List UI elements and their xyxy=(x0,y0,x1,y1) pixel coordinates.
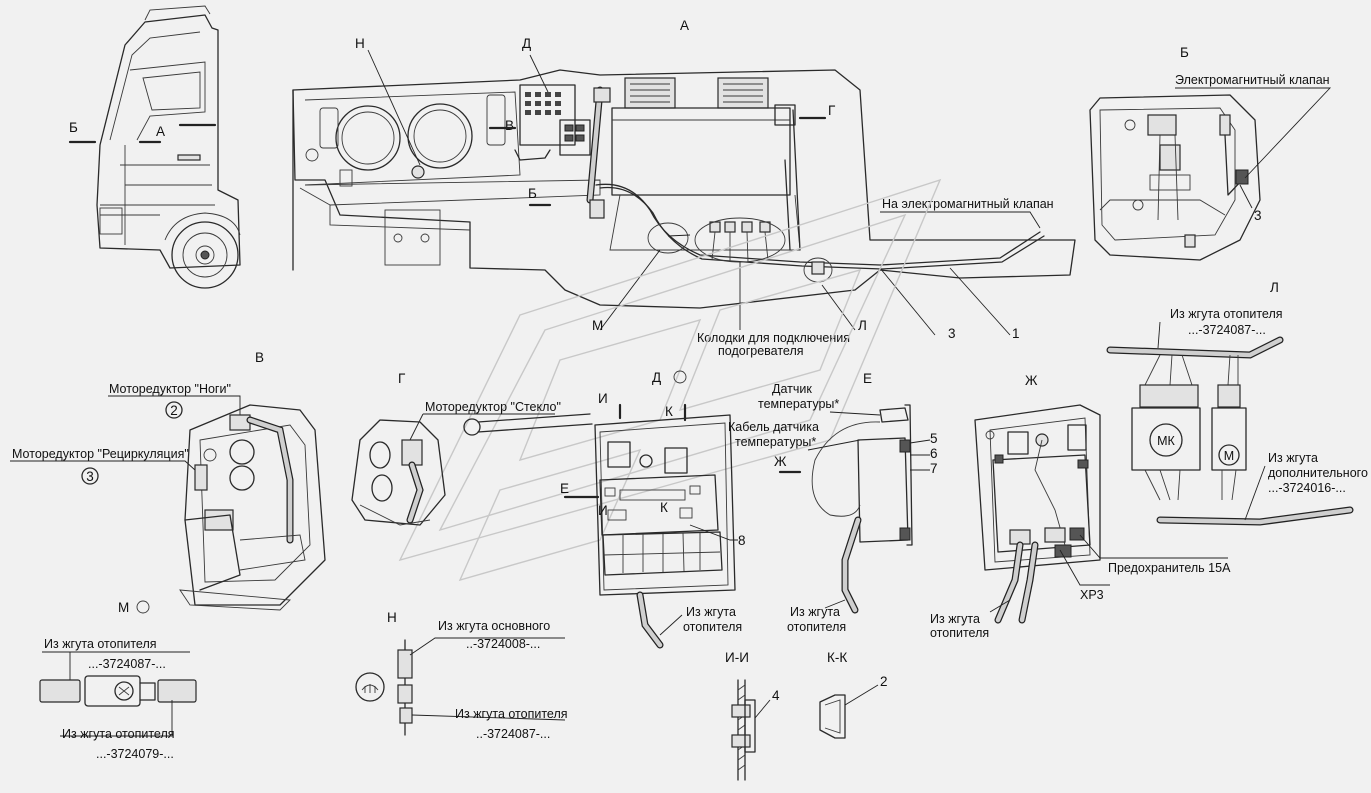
view-i-marker-2: И xyxy=(598,503,608,518)
callout-1: 1 xyxy=(1012,326,1020,341)
heater-blocks-label-1: Колодки для подключения xyxy=(697,331,850,345)
view-a-title: А xyxy=(680,18,689,33)
temp-cable-label-2: температуры* xyxy=(735,435,816,449)
view-g-title: Г xyxy=(398,371,406,386)
view-l-detail: Л Из жгута отопителя ...-3724087-... МК … xyxy=(1106,280,1368,526)
circle-2: 2 xyxy=(170,403,178,418)
from-additional-1: Из жгута xyxy=(1268,451,1318,465)
section-ii-detail: И-И 4 xyxy=(725,650,780,781)
temp-sensor-label-1: Датчик xyxy=(772,382,812,396)
part-3724087-l: ...-3724087-... xyxy=(1188,323,1266,337)
view-e-marker: Е xyxy=(560,481,569,496)
from-heater-zh-2: отопителя xyxy=(930,626,989,640)
from-heater-harness-n: Из жгута отопителя xyxy=(455,707,568,721)
view-v-title: В xyxy=(255,350,264,365)
from-main-label: Из жгута основного xyxy=(438,619,550,633)
from-heater-e-1: Из жгута xyxy=(790,605,840,619)
mk-symbol: МК xyxy=(1157,434,1175,448)
to-solenoid-valve-label: На электромагнитный клапан xyxy=(882,197,1054,211)
view-v-marker: В xyxy=(505,118,514,133)
motor-glass-label: Моторедуктор "Стекло" xyxy=(425,400,561,414)
view-b-marker-2: Б xyxy=(528,186,537,201)
view-v-detail: В Моторедуктор "Ноги" 2 Моторедуктор "Ре… xyxy=(10,350,326,615)
watermark-logo xyxy=(398,178,942,582)
from-heater-zh-1: Из жгута xyxy=(930,612,980,626)
from-heater-center-2: отопителя xyxy=(683,620,742,634)
callout-3: 3 xyxy=(948,326,956,341)
callout-8: 8 xyxy=(738,533,746,548)
part-3724016: ...-3724016-... xyxy=(1268,481,1346,495)
view-g-marker: Г xyxy=(828,103,836,118)
view-l-marker: Л xyxy=(858,318,867,333)
view-d-marker: Д xyxy=(522,36,531,51)
heater-blocks-label-2: подогревателя xyxy=(718,344,804,358)
view-a-marker: А xyxy=(156,124,165,139)
connector-3724079-detail: Из жгута отопителя ...-3724087-... Из жг… xyxy=(39,637,197,761)
from-heater-e-2: отопителя xyxy=(787,620,846,634)
dashboard-view-a: А В Д xyxy=(292,18,1076,358)
view-n-marker: Н xyxy=(355,36,365,51)
m-symbol: М xyxy=(1224,449,1234,463)
section-kk-detail: К-К 2 xyxy=(819,650,888,739)
view-k-marker: К xyxy=(665,404,673,419)
view-b-detail: Б Электромагнитный клапан 3 xyxy=(1089,45,1332,261)
view-zh-detail: Ж Предохранитель 15А ХР3 Из жгута отопит… xyxy=(930,373,1231,640)
solenoid-valve-label: Электромагнитный клапан xyxy=(1175,73,1330,87)
view-m-marker: М xyxy=(592,318,603,333)
from-heater-harness-bl-2: Из жгута отопителя xyxy=(62,727,175,741)
view-k-marker-2: К xyxy=(660,500,668,515)
section-ii-title: И-И xyxy=(725,650,749,665)
view-l-title: Л xyxy=(1270,280,1279,295)
part-3724008: ..-3724008-... xyxy=(466,637,540,651)
view-b-marker: Б xyxy=(69,120,78,135)
temp-sensor-label-2: температуры* xyxy=(758,397,839,411)
view-e-detail: Е Датчик температуры* Кабель датчика тем… xyxy=(728,371,938,634)
motor-legs-label: Моторедуктор "Ноги" xyxy=(109,382,231,396)
view-e-title: Е xyxy=(863,371,872,386)
control-panel-detail: Д И К Е И К 8 Из жгута отопителя xyxy=(463,370,746,649)
motor-recirc-label: Моторедуктор "Рециркуляция" xyxy=(12,447,189,461)
from-heater-harness-bl: Из жгута отопителя xyxy=(44,637,157,651)
view-n-title: Н xyxy=(387,610,397,625)
view-b-title: Б xyxy=(1180,45,1189,60)
callout-6: 6 xyxy=(930,446,938,461)
xp3-label: ХР3 xyxy=(1080,588,1104,602)
truck-cab-view: Б А xyxy=(68,5,241,289)
fuse-label: Предохранитель 15А xyxy=(1108,561,1231,575)
callout-4: 4 xyxy=(772,688,780,703)
view-m-marker-2: М xyxy=(118,600,129,615)
callout-2: 2 xyxy=(880,674,888,689)
callout-5: 5 xyxy=(930,431,938,446)
from-additional-2: дополнительного xyxy=(1268,466,1368,480)
temp-cable-label-1: Кабель датчика xyxy=(728,420,819,434)
circle-3: 3 xyxy=(86,469,94,484)
view-i-marker: И xyxy=(598,391,608,406)
view-zh-marker: Ж xyxy=(774,454,787,469)
callout-7: 7 xyxy=(930,461,938,476)
part-3724079: ...-3724079-... xyxy=(96,747,174,761)
part-3724087-n: ..-3724087-... xyxy=(476,727,550,741)
view-zh-title: Ж xyxy=(1025,373,1038,388)
from-heater-harness-l: Из жгута отопителя xyxy=(1170,307,1283,321)
view-d-title: Д xyxy=(652,370,661,385)
callout-3-b: 3 xyxy=(1254,208,1262,223)
view-n-detail: Н Из жгута основного ..-3724008-... Из ж… xyxy=(355,610,568,741)
section-kk-title: К-К xyxy=(827,650,847,665)
view-g-detail: Г Моторедуктор "Стекло" xyxy=(351,371,561,526)
from-heater-center-1: Из жгута xyxy=(686,605,736,619)
part-3724087-bl: ...-3724087-... xyxy=(88,657,166,671)
